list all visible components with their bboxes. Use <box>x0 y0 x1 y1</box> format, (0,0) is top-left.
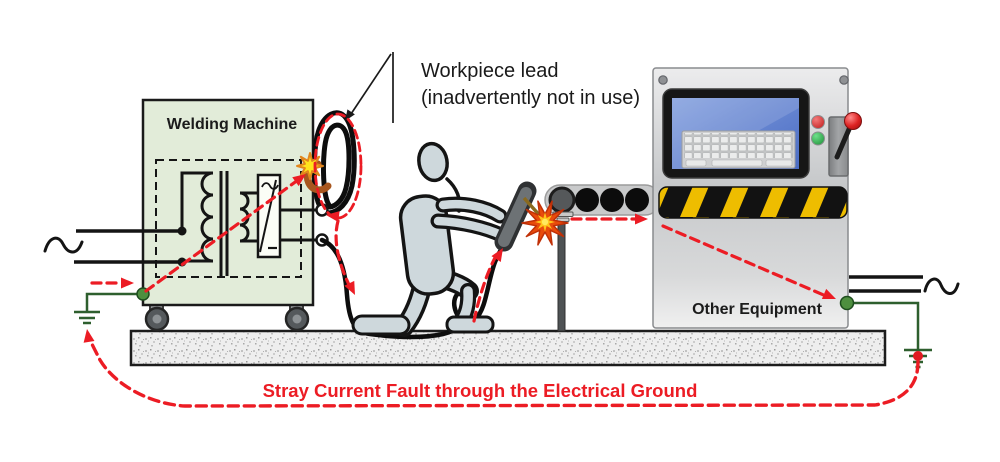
welding-machine <box>43 98 318 332</box>
green-indicator-light <box>811 131 825 146</box>
other-equipment <box>652 67 862 329</box>
welder-head <box>417 141 449 183</box>
arrow-through-welder <box>144 178 300 293</box>
lever-knob <box>844 112 862 130</box>
workpiece-hole-4 <box>625 188 649 212</box>
caster-hub-left <box>152 314 162 324</box>
caster-hub-right <box>292 314 302 324</box>
stray-current-path <box>86 112 920 408</box>
ground-return-path <box>86 332 920 408</box>
workpiece-label-leader <box>348 52 394 123</box>
arrow-through-equipment <box>661 224 828 298</box>
arrow-up-to-torch <box>472 252 499 323</box>
on-screen-keyboard <box>681 130 796 169</box>
earth-ground-left <box>74 292 143 325</box>
primary-winding <box>180 171 214 263</box>
kneeling-welder <box>351 141 509 337</box>
screw-top-left <box>658 75 668 85</box>
rectifier-symbol <box>256 173 282 259</box>
spacebar-key <box>711 159 763 167</box>
ground-fault-node <box>913 351 923 361</box>
leader-arrowhead <box>345 109 355 121</box>
workpiece-lead-label-line1: Workpiece lead <box>421 60 559 82</box>
concrete-floor <box>129 329 887 367</box>
workpiece-hole-2 <box>575 188 599 212</box>
hazard-stripe-band <box>658 186 848 219</box>
stray-current-arrowheads <box>83 174 836 343</box>
ac-source-icon-right <box>923 277 960 295</box>
lever-arm <box>834 124 853 160</box>
chassis-ground-dot-right <box>839 295 855 311</box>
ground-wire-left <box>85 292 143 311</box>
workpiece-hole-3 <box>600 188 624 212</box>
arrow-down-cable <box>334 219 352 289</box>
workpiece-lead-label-line2: (inadvertently not in use) <box>421 87 641 109</box>
stand-post <box>557 223 566 332</box>
other-equipment-label: Other Equipment <box>692 301 822 318</box>
welder-front-foot <box>445 315 495 334</box>
internal-circuit-boundary <box>155 159 302 278</box>
workpiece-on-stand <box>544 184 661 332</box>
welder-rear-foot <box>351 314 411 336</box>
ac-source-icon-left <box>43 236 84 254</box>
lever-slot-panel <box>828 116 849 177</box>
spark-icon-clamp <box>296 152 324 180</box>
welding-machine-label: Welding Machine <box>166 116 298 133</box>
red-indicator-light <box>811 115 825 129</box>
spark-icon-arc <box>521 200 569 246</box>
cable-loop-inner <box>320 122 352 210</box>
screw-top-right <box>839 75 849 85</box>
input-node-1 <box>177 226 187 236</box>
equipment-power-feed <box>849 275 960 295</box>
workpiece-hole-1 <box>548 186 576 214</box>
stray-current-caption: Stray Current Fault through the Electric… <box>262 380 698 401</box>
workpiece-lead-label: Workpiece lead (inadvertently not in use… <box>421 58 640 112</box>
ground-wire-right <box>847 301 920 349</box>
ac-mark <box>261 182 279 190</box>
